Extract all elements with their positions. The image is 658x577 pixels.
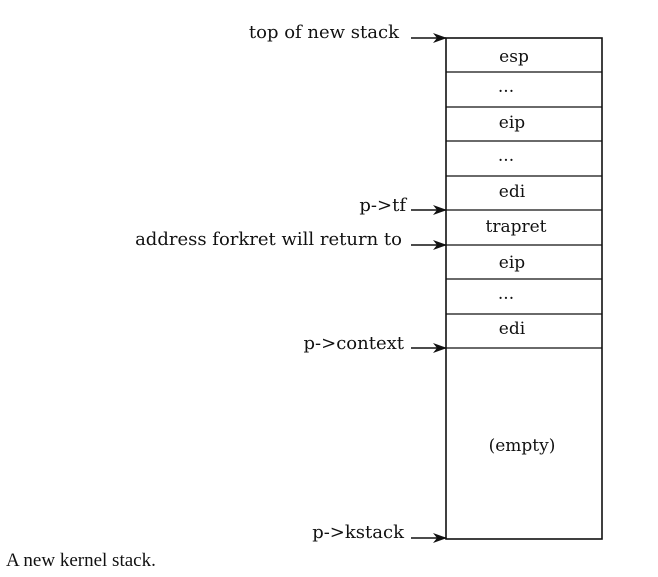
stack-cell-esp: esp	[499, 47, 529, 67]
stack-empty-label: (empty)	[489, 436, 556, 456]
figure-caption: A new kernel stack.	[6, 550, 156, 571]
stack-cell-ellipsis: ...	[498, 77, 514, 97]
stack-cell-dividers	[446, 71, 602, 349]
pointer-label-top-of-new-stack: top of new stack	[249, 22, 400, 43]
pointer-label-p-tf: p->tf	[359, 195, 407, 216]
stack-cell-labels: esp ... eip ... edi trapret eip ... edi …	[486, 47, 556, 456]
stack-pointers: top of new stack p->tf address forkret w…	[135, 22, 447, 543]
pointer-label-p-kstack: p->kstack	[312, 522, 405, 543]
pointer-label-forkret-return: address forkret will return to	[135, 229, 402, 250]
stack-cell-eip: eip	[499, 253, 525, 273]
stack-cell-edi: edi	[499, 319, 526, 339]
stack-cell-ellipsis: ...	[498, 146, 514, 166]
stack-cell-trapret: trapret	[486, 217, 547, 237]
pointer-label-p-context: p->context	[304, 333, 405, 354]
stack-outline	[445, 37, 603, 540]
stack-cell-edi: edi	[499, 182, 526, 202]
stack-cell-eip: eip	[499, 113, 525, 133]
stack-cell-ellipsis: ...	[498, 284, 514, 304]
